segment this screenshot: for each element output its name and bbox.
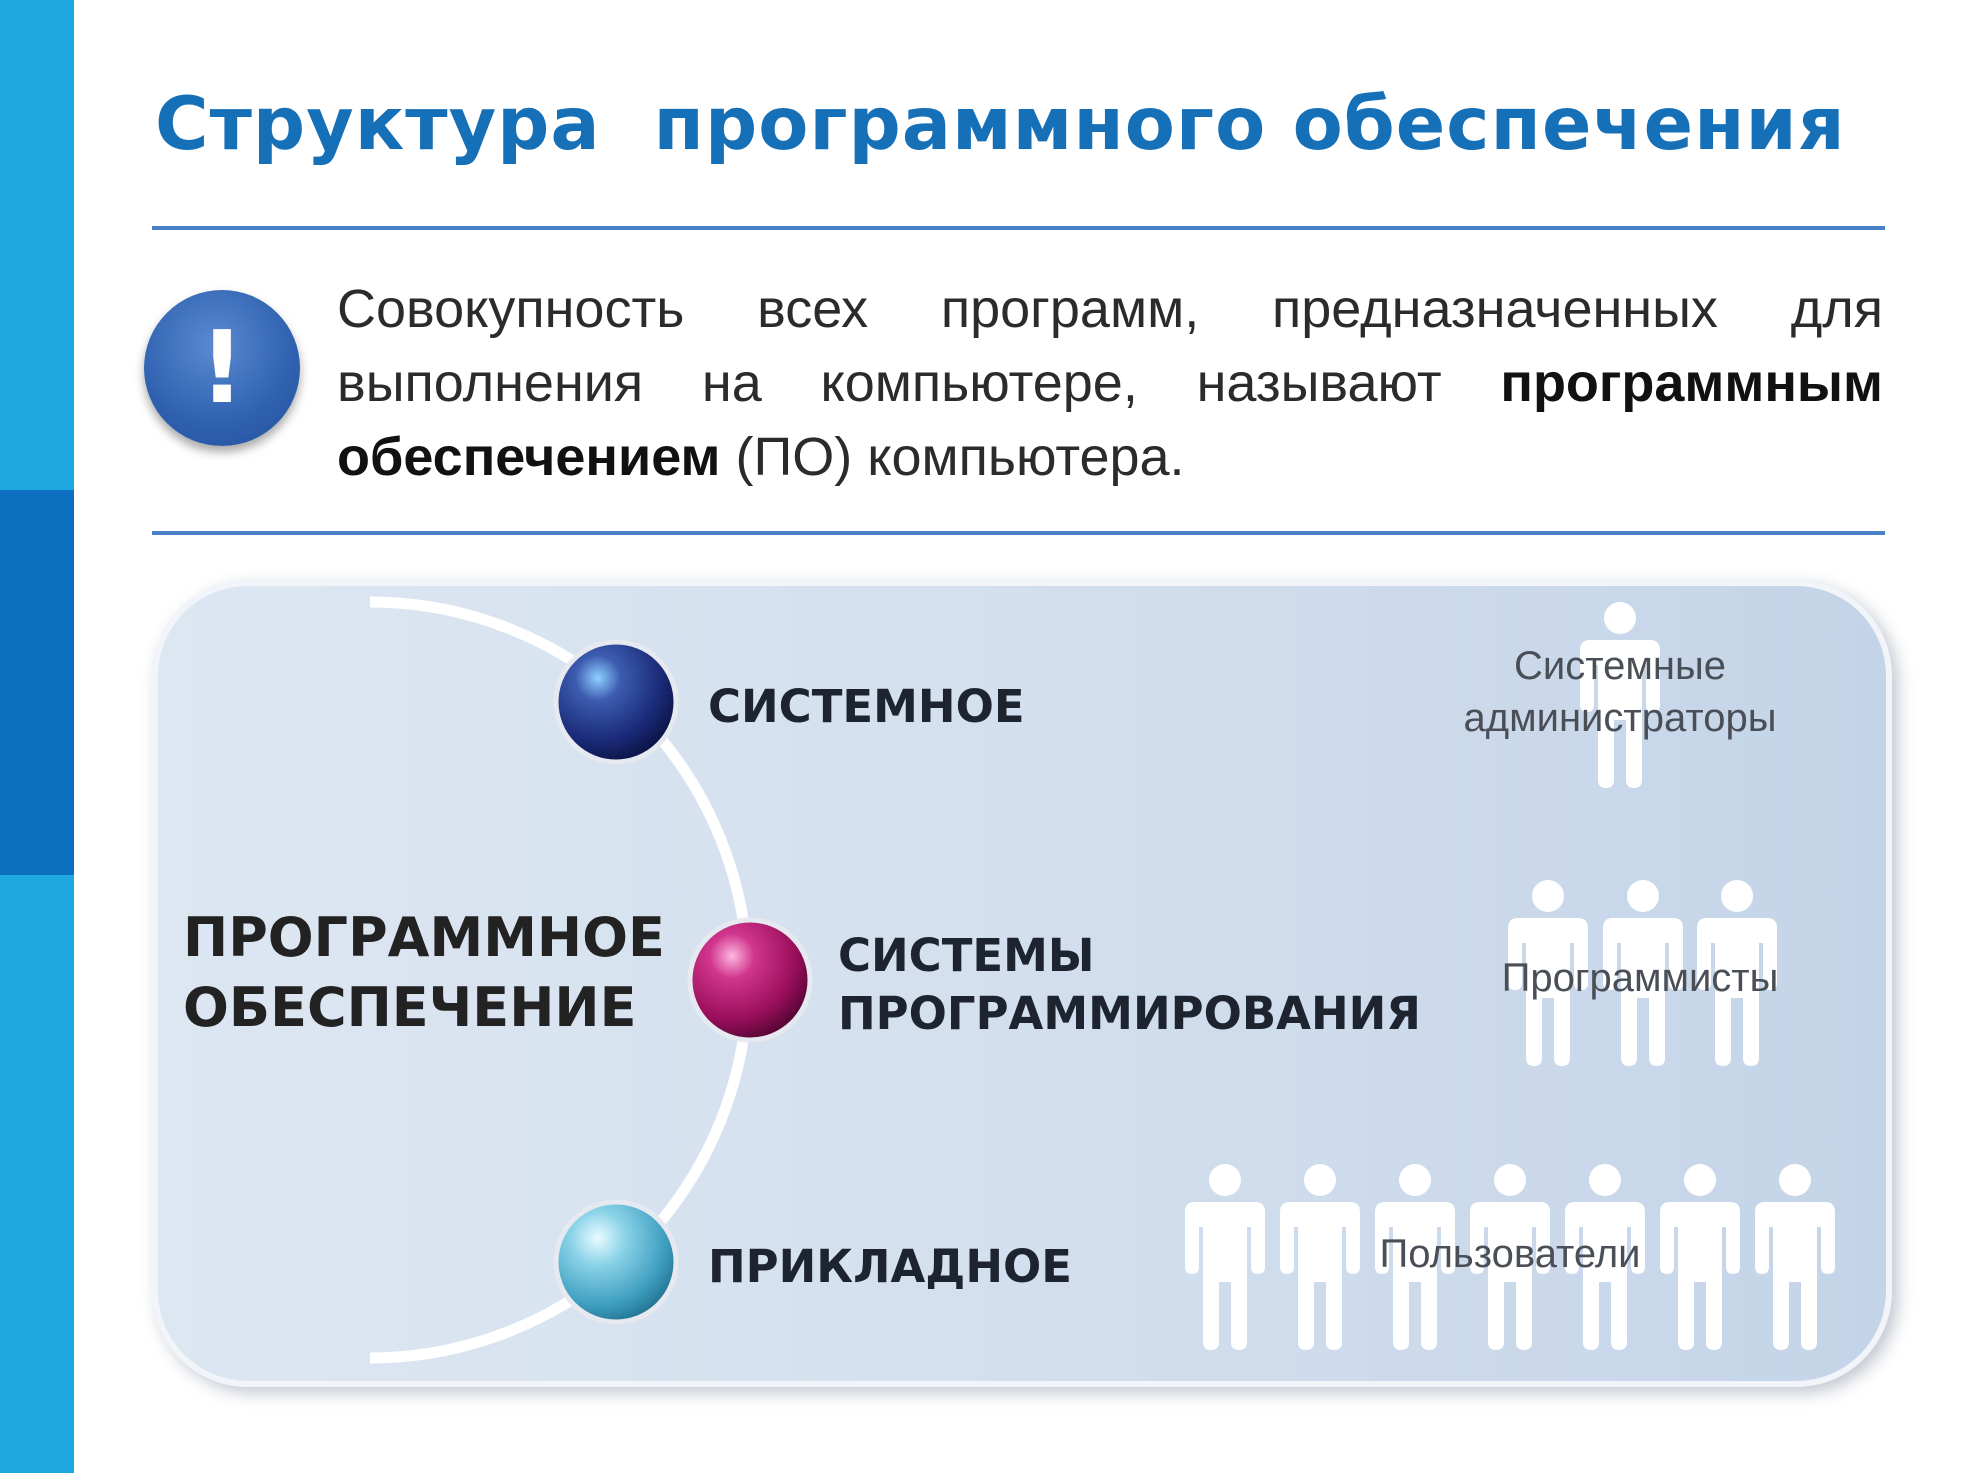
sysadmins-label: Системные администраторы xyxy=(1420,640,1820,744)
page-title: Структура программного обеспечения xyxy=(155,82,1846,167)
programmers-label: Программисты xyxy=(1501,956,1779,1000)
category-programming-label: СИСТЕМЫ ПРОГРАММИРОВАНИЯ xyxy=(838,927,1421,1043)
sysadmins-label-line1: Системные xyxy=(1514,644,1726,688)
divider-bottom xyxy=(152,531,1885,535)
person-icon xyxy=(1185,1164,1265,1350)
category-system-label: СИСТЕМНОЕ xyxy=(708,680,1025,733)
divider-top xyxy=(152,226,1885,230)
definition-text-before: Совокупность всех программ, предназначен… xyxy=(337,279,1883,413)
sphere-applied-icon xyxy=(553,1199,679,1325)
definition-text-after: (ПО) компьютера. xyxy=(720,427,1185,487)
sysadmins-label-line2: администраторы xyxy=(1463,696,1777,740)
category-programming-line1: СИСТЕМЫ xyxy=(838,929,1095,982)
person-icon xyxy=(1755,1164,1835,1350)
left-accent-bar-segment xyxy=(0,490,74,875)
exclamation-glyph: ! xyxy=(199,309,245,426)
exclamation-icon: ! xyxy=(144,290,300,446)
category-programming-line2: ПРОГРАММИРОВАНИЯ xyxy=(838,987,1421,1040)
sphere-programming-icon xyxy=(687,917,813,1043)
root-label-line1: ПРОГРАММНОЕ xyxy=(183,906,665,969)
root-label: ПРОГРАММНОЕ ОБЕСПЕЧЕНИЕ xyxy=(183,903,665,1043)
definition-bold-term: программным обеспечением xyxy=(337,353,1883,487)
definition-text: Совокупность всех программ, предназначен… xyxy=(337,272,1883,494)
users-label: Пользователи xyxy=(1379,1232,1641,1276)
category-applied-label: ПРИКЛАДНОЕ xyxy=(708,1240,1073,1293)
root-label-line2: ОБЕСПЕЧЕНИЕ xyxy=(183,976,637,1039)
sphere-system-icon xyxy=(553,639,679,765)
